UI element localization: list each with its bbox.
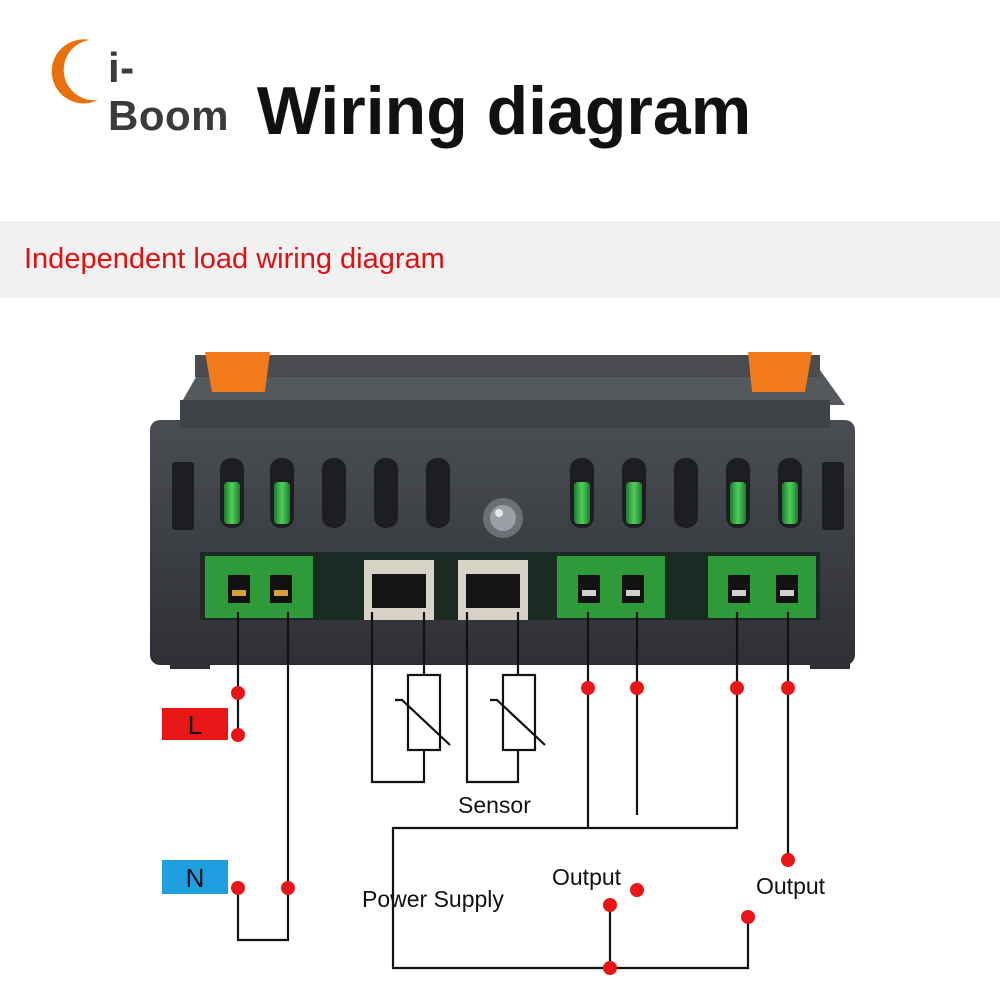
led-indicator-icon	[483, 498, 523, 538]
neutral-tag	[162, 860, 228, 894]
live-tag	[162, 708, 228, 740]
controller-housing	[150, 352, 855, 669]
mounting-clip-right	[748, 352, 812, 392]
brand-logo: i-Boom	[38, 34, 229, 139]
sensor-label: Sensor	[458, 792, 531, 818]
logo-crescent-icon	[51, 39, 98, 104]
output-label-2: Output	[756, 873, 826, 899]
wires	[236, 612, 790, 970]
mounting-clip-left	[205, 352, 270, 392]
live-label: L	[188, 710, 202, 740]
thermistor-icon	[395, 673, 546, 752]
junction-dots	[231, 681, 795, 975]
indicator-windows	[220, 458, 802, 528]
neutral-label: N	[186, 863, 205, 893]
page-title: Wiring diagram	[256, 73, 752, 149]
power-supply-label: Power Supply	[362, 886, 504, 912]
terminal-block-icon	[205, 556, 816, 618]
brand-name: i-Boom	[108, 44, 229, 139]
sensor-connectors	[364, 560, 528, 620]
subtitle: Independent load wiring diagram	[24, 243, 445, 275]
subtitle-band: Independent load wiring diagram	[0, 221, 1000, 298]
output-label-1: Output	[552, 864, 622, 890]
